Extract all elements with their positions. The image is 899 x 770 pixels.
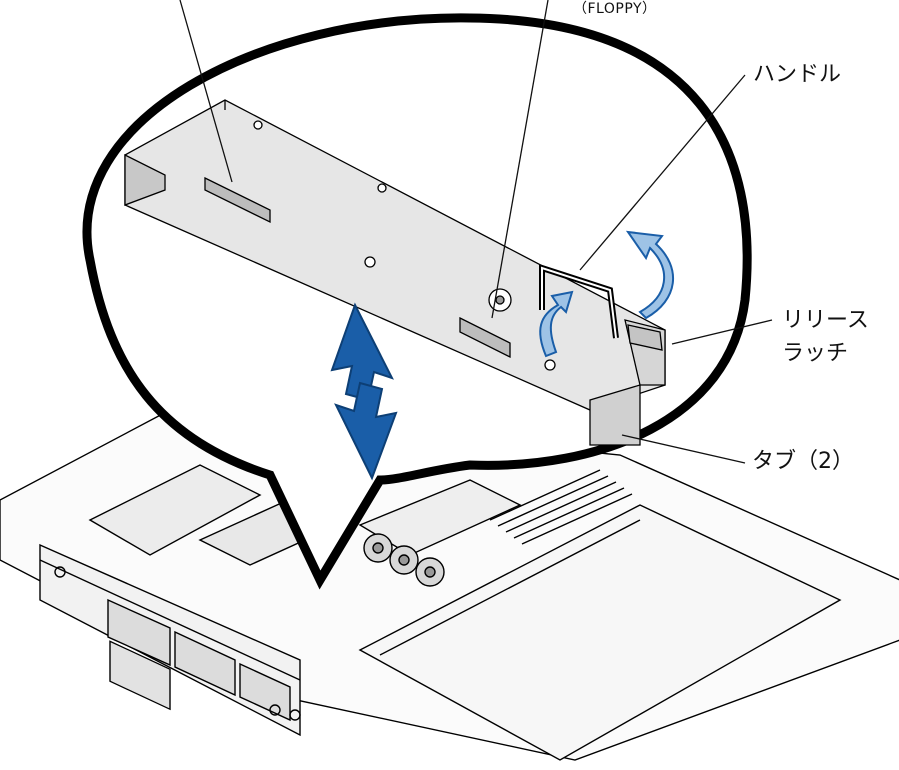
leader-tab [621,434,746,464]
leader-lines [179,0,773,464]
riser-board [124,99,666,446]
riser-connector-left [204,176,271,224]
leader-handle [579,74,746,271]
release-latch-part [627,324,663,351]
lift-arrow-icon [539,290,574,358]
leader-floppy [491,0,549,319]
leader-riser [179,0,233,183]
server-chassis [0,409,899,761]
move-arrow-down-icon [334,381,398,481]
release-latch-label-line2: ラッチ [782,341,849,366]
magnified-view [82,13,752,590]
handle-label: ハンドル [753,62,842,87]
release-latch-label-line1: リリース [782,308,869,333]
latch-arrow-icon [625,230,675,320]
tab-label: タブ（2） [752,449,854,474]
floppy-label: （FLOPPY） [573,1,657,17]
floppy-connector [459,316,511,359]
leader-release-latch [671,319,773,345]
